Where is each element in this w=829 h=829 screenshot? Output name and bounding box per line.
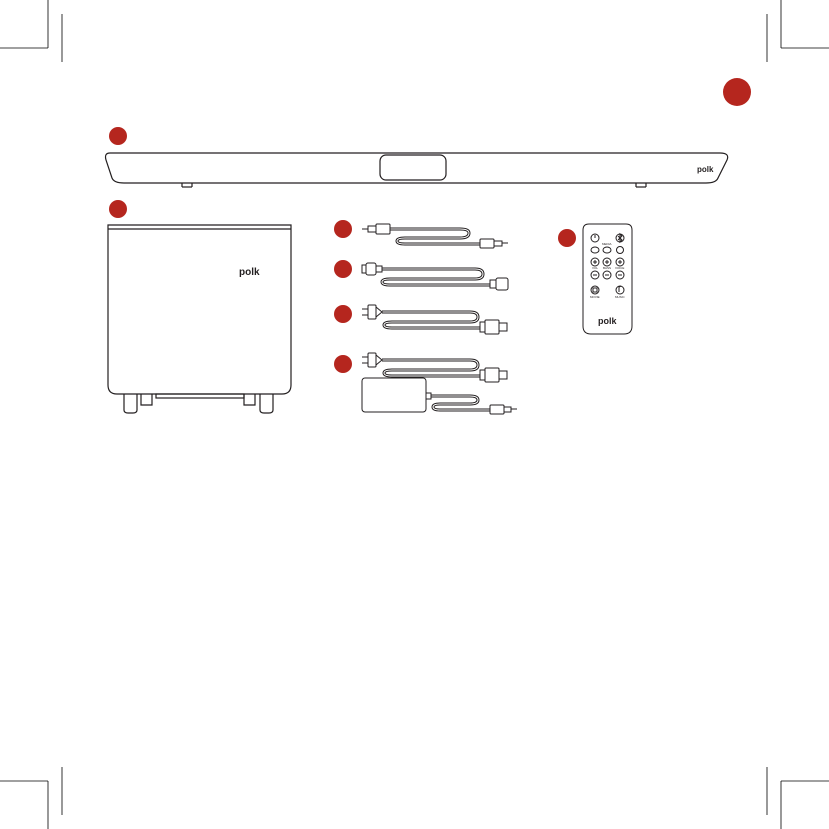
voice-down-button: [616, 271, 624, 279]
marker-dot-remote: [558, 229, 576, 247]
film-icon: [591, 286, 599, 294]
volume-down-button: [591, 271, 599, 279]
remote-label-bass: BASS: [603, 266, 611, 270]
power-adapter: [362, 353, 517, 414]
remote-brand-logo: polk: [598, 316, 617, 326]
marker-dot-power-adapter: [334, 355, 352, 373]
subwoofer-brand-logo: polk: [239, 267, 260, 278]
soundbar: [106, 153, 728, 187]
marker-dot-optical-cable: [334, 260, 352, 278]
voice-up-button: [616, 258, 624, 266]
power-cord: [362, 305, 507, 334]
subwoofer: [108, 225, 291, 413]
remote-label-vol: VOL: [592, 266, 598, 270]
bluetooth-icon: [616, 234, 624, 242]
remote-label-voice: VOICE: [615, 266, 624, 270]
remote-label-music: MUSIC: [615, 295, 626, 299]
remote-label-movie: MOVIE: [590, 295, 600, 299]
bass-up-button: [603, 258, 611, 266]
optical-cable: [362, 263, 508, 290]
bass-down-button: [603, 271, 611, 279]
volume-up-button: [591, 258, 599, 266]
power-icon: [591, 234, 599, 242]
soundbar-brand-logo: polk: [697, 165, 714, 174]
marker-dot-power-cord: [334, 305, 352, 323]
remote-label-media: MEDIA: [602, 242, 612, 246]
marker-dot-aux-cable: [334, 220, 352, 238]
marker-dot-soundbar: [109, 127, 127, 145]
aux-cable: [362, 224, 508, 248]
marker-dot-page: [723, 78, 751, 106]
marker-dot-subwoofer: [109, 200, 127, 218]
music-note-icon: [616, 286, 624, 294]
